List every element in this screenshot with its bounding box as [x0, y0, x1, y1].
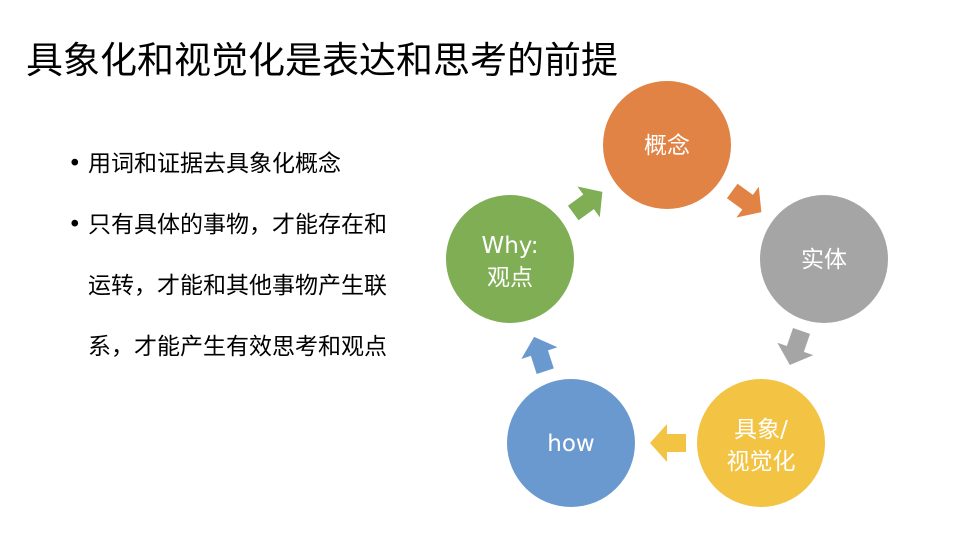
cycle-node-label: 具象/ — [734, 417, 788, 443]
cycle-node-label: 实体 — [801, 247, 847, 273]
cycle-node — [760, 195, 888, 323]
cycle-node — [603, 81, 731, 209]
cycle-node-label: 视觉化 — [727, 449, 796, 475]
bullet-dot: • — [68, 151, 82, 177]
cycle-arrow — [650, 424, 686, 462]
slide-title: 具象化和视觉化是表达和思考的前提 — [26, 39, 618, 82]
cycle-arrow — [726, 183, 762, 218]
cycle-node-label: 观点 — [487, 265, 533, 291]
cycle-arrow — [521, 336, 558, 374]
cycle-node-label: Why: — [481, 233, 538, 259]
cycle-node — [446, 195, 574, 323]
cycle-node — [697, 379, 825, 507]
cycle-arrow — [567, 186, 603, 221]
bullet-item: •只有具体的事物，才能存在和运转，才能和其他事物产生联系，才能产生有效思考和观点 — [68, 195, 408, 378]
cycle-node — [507, 379, 635, 507]
cycle-arrow — [777, 327, 814, 365]
cycle-node-label: how — [547, 431, 594, 457]
cycle-node-label: 概念 — [644, 133, 690, 159]
bullet-list: •用词和证据去具象化概念 •只有具体的事物，才能存在和运转，才能和其他事物产生联… — [68, 134, 408, 378]
bullet-dot: • — [68, 212, 82, 238]
bullet-item: •用词和证据去具象化概念 — [68, 134, 408, 195]
